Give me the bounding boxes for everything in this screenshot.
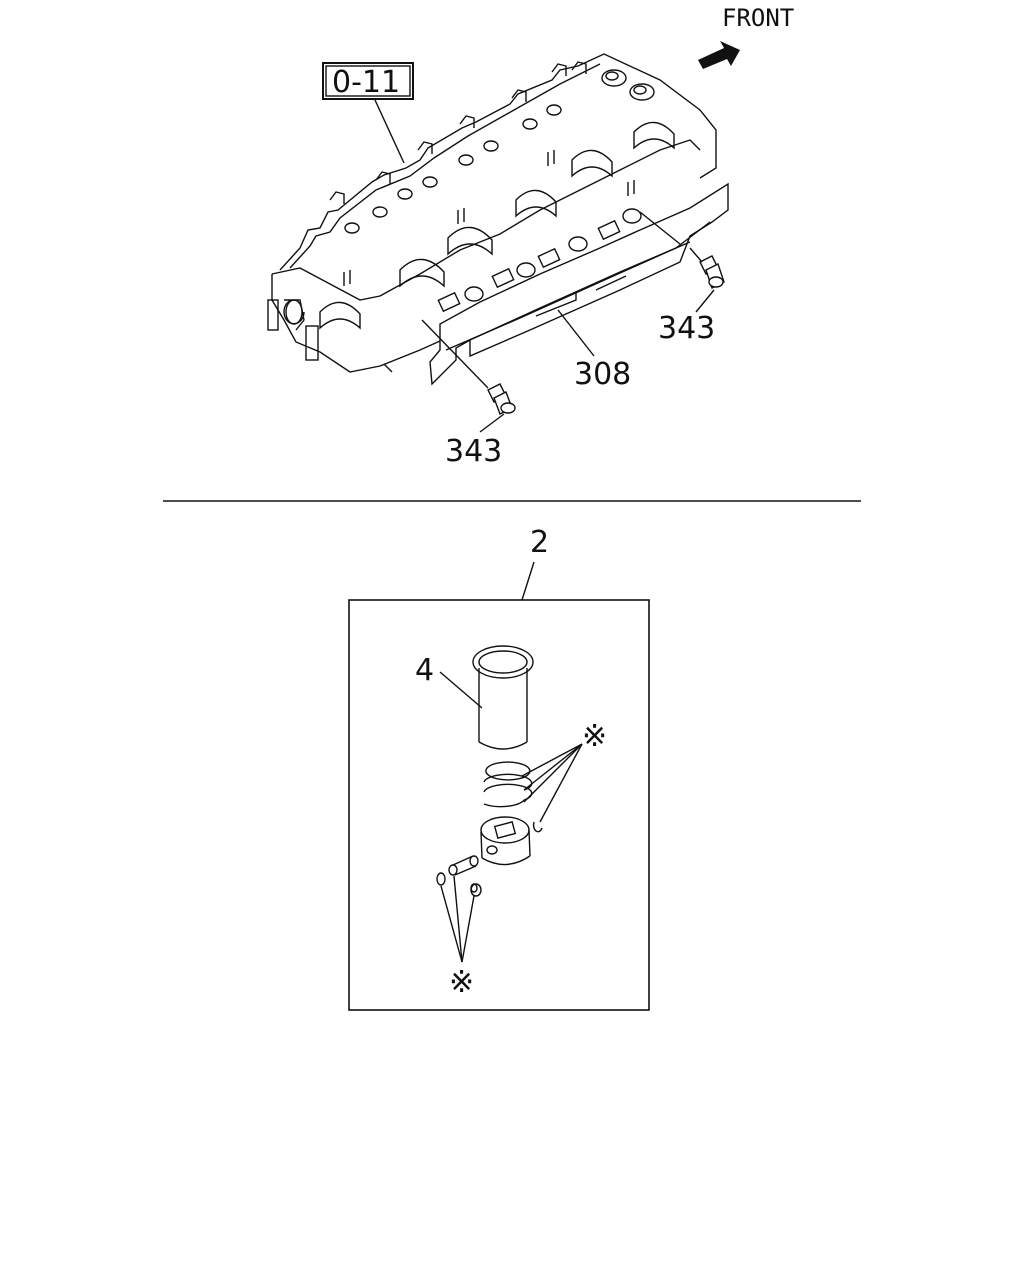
piston <box>480 816 531 866</box>
bolt-right <box>639 211 725 289</box>
callout-liner: 4 <box>415 653 434 688</box>
callout-bolt-right: 343 <box>658 311 715 346</box>
callout-ring-mark: ※ <box>582 719 607 754</box>
cylinder-liner <box>472 645 534 750</box>
ring-leaders <box>521 743 583 823</box>
side-ports <box>437 208 642 313</box>
gasket-part <box>429 182 729 386</box>
front-label: FRONT <box>722 4 794 32</box>
kit-box <box>348 599 650 1011</box>
callout-pin-mark: ※ <box>449 965 474 1000</box>
callout-kit: 2 <box>530 525 549 560</box>
bearing-saddles <box>319 121 675 330</box>
front-arrow-icon <box>698 41 740 69</box>
head-bolt-holes <box>344 69 655 234</box>
piston-rings <box>483 761 543 833</box>
ref-box-label: 0-11 <box>332 65 400 100</box>
bolt-left <box>421 319 516 415</box>
callout-bolt-left: 343 <box>445 434 502 469</box>
callout-gasket: 308 <box>574 357 631 392</box>
piston-pin <box>436 855 482 897</box>
pin-leaders <box>440 875 475 963</box>
ref-box-callout: 0-11 <box>322 62 414 164</box>
